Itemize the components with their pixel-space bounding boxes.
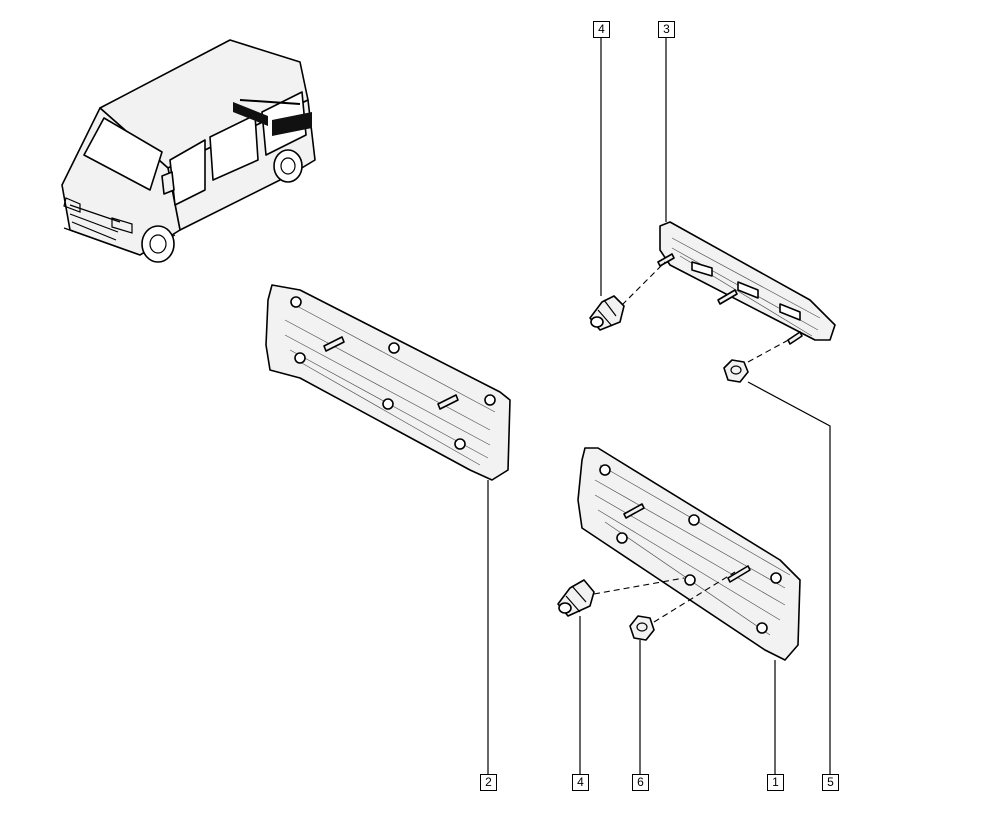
- trim-panel-1: [577, 447, 801, 661]
- callout-6: 6: [632, 774, 649, 791]
- van-illustration: [61, 39, 316, 263]
- clip-4-lower: [557, 579, 595, 617]
- trim-piece-3: [657, 221, 836, 345]
- nut-6: [629, 615, 655, 641]
- nut-5: [723, 359, 749, 383]
- callout-1: 1: [767, 774, 784, 791]
- callout-3: 3: [658, 21, 675, 38]
- trim-panel-2: [265, 284, 511, 481]
- clip-4-upper: [589, 295, 625, 331]
- leader-lines: [487, 38, 831, 774]
- assembly-lines: [593, 261, 793, 623]
- callout-2: 2: [480, 774, 497, 791]
- callout-4-bottom: 4: [572, 774, 589, 791]
- callout-5: 5: [822, 774, 839, 791]
- callout-4-top: 4: [593, 21, 610, 38]
